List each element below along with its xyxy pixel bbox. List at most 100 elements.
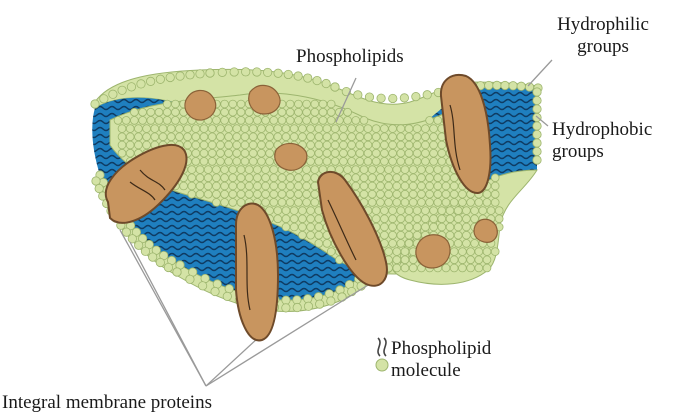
phospholipid-head	[213, 199, 221, 207]
phospholipid-head	[327, 297, 335, 305]
phospholipid-head	[245, 174, 253, 182]
phospholipid-head	[311, 100, 319, 108]
phospholipid-head	[381, 215, 389, 223]
phospholipid-head	[229, 174, 237, 182]
phospholipid-head	[118, 141, 126, 149]
peripheral-protein	[474, 219, 497, 242]
phospholipid-head	[430, 133, 438, 141]
label-molecule-line2: molecule	[391, 360, 491, 382]
phospholipid-head	[364, 141, 372, 149]
phospholipid-head	[172, 117, 180, 125]
phospholipid-head	[405, 207, 413, 215]
phospholipid-head	[389, 133, 397, 141]
phospholipid-head	[217, 149, 225, 157]
phospholipid-head	[364, 149, 372, 157]
phospholipid-head	[368, 182, 376, 190]
phospholipid-head	[405, 223, 413, 231]
phospholipid-head	[307, 133, 315, 141]
phospholipid-head	[422, 158, 430, 166]
phospholipid-head	[344, 166, 352, 174]
phospholipid-head	[100, 95, 108, 103]
phospholipid-head	[204, 190, 212, 198]
phospholipid-head	[430, 223, 438, 231]
phospholipid-head	[340, 125, 348, 133]
phospholipid-head	[262, 190, 270, 198]
phospholipid-head	[213, 166, 221, 174]
phospholipid-head	[278, 108, 286, 116]
phospholipid-head	[327, 117, 335, 125]
phospholipid-head	[409, 174, 417, 182]
phospholipid-head	[294, 72, 302, 80]
phospholipid-head	[438, 149, 446, 157]
phospholipid-head	[166, 73, 174, 81]
tail-wave	[85, 310, 553, 313]
phospholipid-head	[397, 149, 405, 157]
phospholipid-head	[135, 133, 143, 141]
phospholipid-head	[159, 125, 167, 133]
phospholipid-head	[463, 215, 471, 223]
phospholipid-head	[319, 100, 327, 108]
phospholipid-head	[274, 125, 282, 133]
phospholipid-head	[389, 125, 397, 133]
phospholipid-head	[442, 182, 450, 190]
phospholipid-head	[118, 149, 126, 157]
phospholipid-head	[282, 207, 290, 215]
phospholipid-head	[495, 215, 503, 223]
phospholipid-head	[303, 166, 311, 174]
phospholipid-head	[364, 133, 372, 141]
phospholipid-head	[266, 141, 274, 149]
phospholipid-head	[434, 166, 442, 174]
phospholipid-head	[422, 149, 430, 157]
phospholipid-head	[344, 117, 352, 125]
phospholipid-head	[471, 207, 479, 215]
phospholipid-head	[282, 215, 290, 223]
phospholipid-head	[213, 182, 221, 190]
phospholipid-head	[295, 174, 303, 182]
phospholipid-head	[405, 231, 413, 239]
phospholipid-head	[418, 166, 426, 174]
phospholipid-head	[509, 82, 517, 90]
phospholipid-head	[303, 117, 311, 125]
phospholipid-head	[258, 141, 266, 149]
phospholipid-head	[352, 117, 360, 125]
phospholipid-head	[278, 117, 286, 125]
phospholipid-head	[438, 223, 446, 231]
phospholipid-head	[344, 108, 352, 116]
phospholipid-head	[253, 68, 261, 76]
phospholipid-head	[204, 166, 212, 174]
phospholipid-head	[372, 141, 380, 149]
phospholipid-head	[331, 125, 339, 133]
phospholipid-head	[459, 190, 467, 198]
phospholipid-head	[299, 133, 307, 141]
phospholipid-head	[475, 248, 483, 256]
phospholipid-head	[442, 199, 450, 207]
phospholipid-head	[533, 88, 541, 96]
phospholipid-head	[360, 190, 368, 198]
phospholipid-head	[446, 231, 454, 239]
phospholipid-head	[397, 240, 405, 248]
phospholipid-head	[258, 158, 266, 166]
phospholipid-head	[282, 133, 290, 141]
phospholipid-head	[412, 92, 420, 100]
phospholipid-head	[200, 149, 208, 157]
phospholipid-head	[303, 108, 311, 116]
phospholipid-head	[196, 70, 204, 78]
phospholipid-head	[413, 158, 421, 166]
phospholipid-head	[270, 190, 278, 198]
phospholipid-head	[233, 141, 241, 149]
phospholipid-head	[131, 108, 139, 116]
phospholipid-head	[143, 125, 151, 133]
phospholipid-head	[377, 166, 385, 174]
phospholipid-head	[221, 199, 229, 207]
phospholipid-head	[233, 125, 241, 133]
phospholipid-head	[418, 199, 426, 207]
phospholipid-head	[208, 158, 216, 166]
phospholipid-head	[459, 256, 467, 264]
phospholipid-head	[397, 141, 405, 149]
phospholipid-head	[208, 149, 216, 157]
phospholipid-head	[434, 190, 442, 198]
phospholipid-head	[381, 223, 389, 231]
phospholipid-head	[401, 166, 409, 174]
phospholipid-head	[467, 248, 475, 256]
phospholipid-head	[475, 256, 483, 264]
